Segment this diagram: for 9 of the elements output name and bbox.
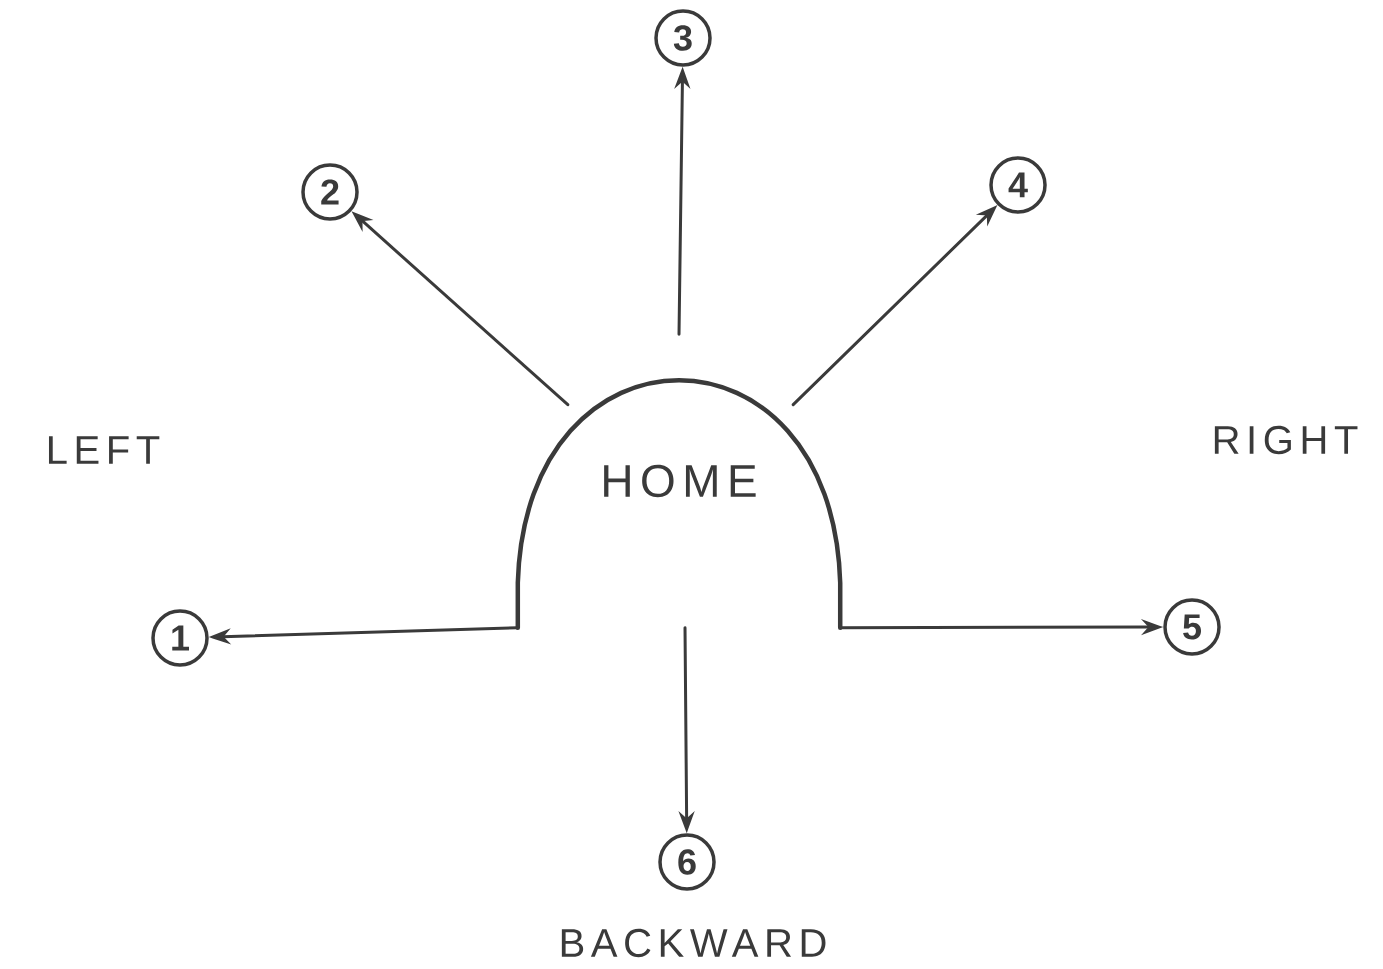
direction-label: LEFT <box>49 436 160 464</box>
callout-number: 6 <box>658 833 716 891</box>
direction-label: RIGHT <box>1214 425 1358 455</box>
callout-number: 3 <box>654 9 712 67</box>
callout-number: 1 <box>151 609 209 667</box>
callout-number: 5 <box>1163 598 1221 656</box>
callout-number: 4 <box>989 156 1047 214</box>
direction-label: BACKWARD <box>561 928 826 958</box>
callout-number: 2 <box>301 163 359 221</box>
